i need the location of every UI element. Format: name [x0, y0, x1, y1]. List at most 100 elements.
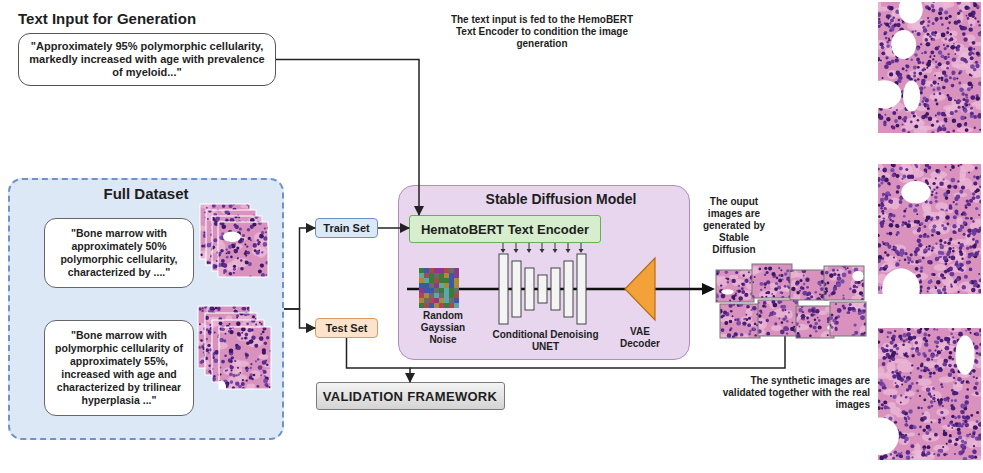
- nucleus: [721, 294, 726, 299]
- nucleus: [936, 66, 938, 68]
- nucleus: [925, 171, 927, 173]
- nucleus: [727, 278, 730, 281]
- histology-tile: [790, 270, 828, 300]
- nucleus: [944, 398, 948, 402]
- nucleus: [741, 290, 745, 294]
- nucleus: [902, 67, 905, 70]
- nucleus: [965, 395, 969, 399]
- nucleus: [806, 317, 809, 320]
- nucleus: [937, 336, 941, 340]
- nucleus: [969, 51, 972, 54]
- fat-vacuole: [903, 81, 920, 112]
- nucleus: [951, 415, 954, 418]
- nucleus: [791, 287, 795, 291]
- nucleus: [920, 266, 923, 269]
- nucleus: [905, 64, 907, 66]
- nucleus: [908, 336, 912, 340]
- nucleus: [915, 247, 920, 252]
- nucleus: [943, 362, 948, 367]
- nucleus: [964, 420, 968, 424]
- nucleus: [837, 269, 839, 271]
- nucleus: [915, 260, 919, 264]
- nucleus: [890, 201, 893, 204]
- nucleus: [878, 12, 881, 17]
- histology-tile: [796, 306, 834, 338]
- nucleus: [908, 341, 910, 343]
- nucleus: [893, 257, 895, 259]
- nucleus: [907, 416, 909, 418]
- nucleus: [947, 53, 949, 55]
- nucleus: [729, 320, 733, 324]
- nucleus: [941, 33, 946, 38]
- nucleus: [977, 436, 981, 441]
- nucleus: [928, 166, 932, 170]
- nucleus: [892, 358, 895, 361]
- nucleus: [940, 17, 943, 20]
- nucleus: [901, 223, 904, 226]
- nucleus: [913, 114, 916, 117]
- stroma: [909, 432, 915, 436]
- nucleus: [955, 438, 959, 442]
- nucleus: [965, 205, 967, 207]
- nucleus: [951, 84, 955, 88]
- nucleus: [942, 71, 946, 75]
- nucleus: [930, 395, 933, 398]
- stroma: [882, 262, 900, 270]
- nucleus: [904, 441, 906, 443]
- nucleus: [916, 47, 920, 51]
- nucleus: [951, 399, 954, 402]
- nucleus: [925, 431, 929, 435]
- nucleus: [931, 4, 935, 8]
- nucleus: [923, 354, 927, 358]
- nucleus: [896, 23, 900, 27]
- nucleus: [955, 382, 957, 384]
- nucleus: [923, 451, 925, 453]
- nucleus: [854, 324, 857, 327]
- nucleus: [891, 164, 895, 167]
- nucleus: [921, 52, 923, 54]
- nucleus: [774, 322, 777, 325]
- nucleus: [766, 271, 769, 274]
- stroma: [930, 171, 947, 179]
- nucleus: [947, 400, 949, 402]
- nucleus: [878, 18, 880, 20]
- nucleus: [928, 428, 932, 432]
- nucleus: [929, 438, 932, 441]
- nucleus: [942, 288, 946, 292]
- nucleus: [913, 425, 917, 429]
- nucleus: [760, 322, 762, 324]
- nucleus: [972, 41, 976, 45]
- nucleus: [970, 111, 974, 115]
- nucleus: [935, 200, 938, 203]
- nucleus: [880, 60, 882, 62]
- nucleus: [957, 20, 961, 24]
- nucleus: [806, 286, 809, 289]
- nucleus: [965, 217, 968, 220]
- stroma: [758, 318, 767, 329]
- nucleus: [960, 225, 964, 229]
- nucleus: [892, 374, 897, 379]
- nucleus: [815, 330, 818, 333]
- stroma: [975, 219, 982, 223]
- nucleus: [919, 234, 923, 238]
- nucleus: [952, 224, 956, 228]
- nucleus: [817, 281, 821, 285]
- nucleus: [784, 309, 786, 311]
- nucleus: [939, 125, 941, 127]
- nucleus: [847, 311, 850, 314]
- nucleus: [966, 380, 969, 383]
- nucleus: [940, 245, 945, 250]
- nucleus: [736, 290, 738, 292]
- nucleus: [978, 34, 981, 37]
- nucleus: [849, 303, 852, 306]
- nucleus: [961, 92, 965, 96]
- nucleus: [922, 20, 925, 23]
- connector: [284, 309, 315, 328]
- nucleus: [819, 293, 821, 295]
- nucleus: [949, 351, 953, 355]
- nucleus: [818, 319, 821, 322]
- nucleus: [933, 453, 935, 455]
- nucleus: [933, 33, 935, 35]
- nucleus: [903, 210, 906, 213]
- nucleus: [942, 209, 944, 211]
